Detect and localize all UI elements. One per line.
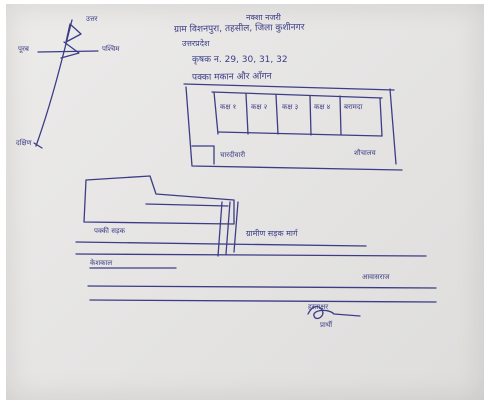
room-row-top <box>211 91 383 99</box>
lower-right-label: आवासराज <box>362 273 390 281</box>
room-divider-4 <box>309 95 312 136</box>
room-label-4: कक्ष ४ <box>314 103 331 111</box>
room-divider-2 <box>245 93 249 135</box>
road-line-upper <box>75 241 367 247</box>
compass-pole <box>35 19 73 147</box>
room-divider-1 <box>213 91 219 135</box>
compass-flag-lower <box>60 41 80 59</box>
lane-line-1 <box>217 201 223 257</box>
gate-box <box>191 145 215 165</box>
lower-plot-inner <box>145 203 229 207</box>
room-label-5: बरामदा <box>344 103 363 111</box>
room-label-3: कक्ष ३ <box>282 103 299 111</box>
signature-caption: प्रार्थी <box>320 321 333 329</box>
header-line-3: कृषक न. 29, 30, 31, 32 <box>192 55 288 65</box>
compass-west-label: पूरब <box>18 45 29 53</box>
compass-flag-upper <box>65 23 82 43</box>
room-divider-6 <box>379 97 383 137</box>
lower-left-label: केशकाल <box>90 259 113 267</box>
lower-line-2 <box>87 285 437 289</box>
signature-scribble <box>307 305 361 320</box>
road-line-mid <box>75 253 427 257</box>
compass-south-tick <box>33 142 43 149</box>
compass-cross-arm <box>37 50 99 53</box>
hand-drawn-map-sketch <box>33 19 437 320</box>
room-divider-3 <box>275 94 279 135</box>
compass-south-label: दक्षिण <box>16 139 32 147</box>
lower-plot-outline <box>83 175 235 225</box>
room-row-bottom <box>217 131 383 137</box>
road-left-label: पक्की सड़क <box>94 227 126 235</box>
lower-line-3 <box>89 299 437 303</box>
handwritten-document-sheet: नक्शा नजरी ग्राम विशनपुरा, तहसील, जिला क… <box>6 4 484 400</box>
plot-top-line <box>183 83 395 91</box>
room-label-2: कक्ष २ <box>251 103 268 111</box>
room-divider-5 <box>339 95 342 136</box>
compass-east-label: पश्चिम <box>102 45 120 53</box>
compass-north-label: उत्तर <box>86 15 98 23</box>
plot-outer-left <box>185 86 403 171</box>
header-top-word: नक्शा नजरी <box>246 13 281 22</box>
signature-name: हस्ताक्षर <box>308 303 329 311</box>
plot-left-label: चारदीवारी <box>220 151 246 159</box>
room-label-1: कक्ष १ <box>220 103 237 111</box>
header-line-4: पक्का मकान और आँगन <box>191 71 272 83</box>
lane-line-2 <box>225 201 231 255</box>
plot-outer-right <box>389 88 397 165</box>
road-center-label: ग्रामीण सड़क मार्ग <box>246 229 298 238</box>
plot-right-label: शौचालय <box>354 149 376 157</box>
header-line-2: उत्तरप्रदेश <box>182 39 210 48</box>
